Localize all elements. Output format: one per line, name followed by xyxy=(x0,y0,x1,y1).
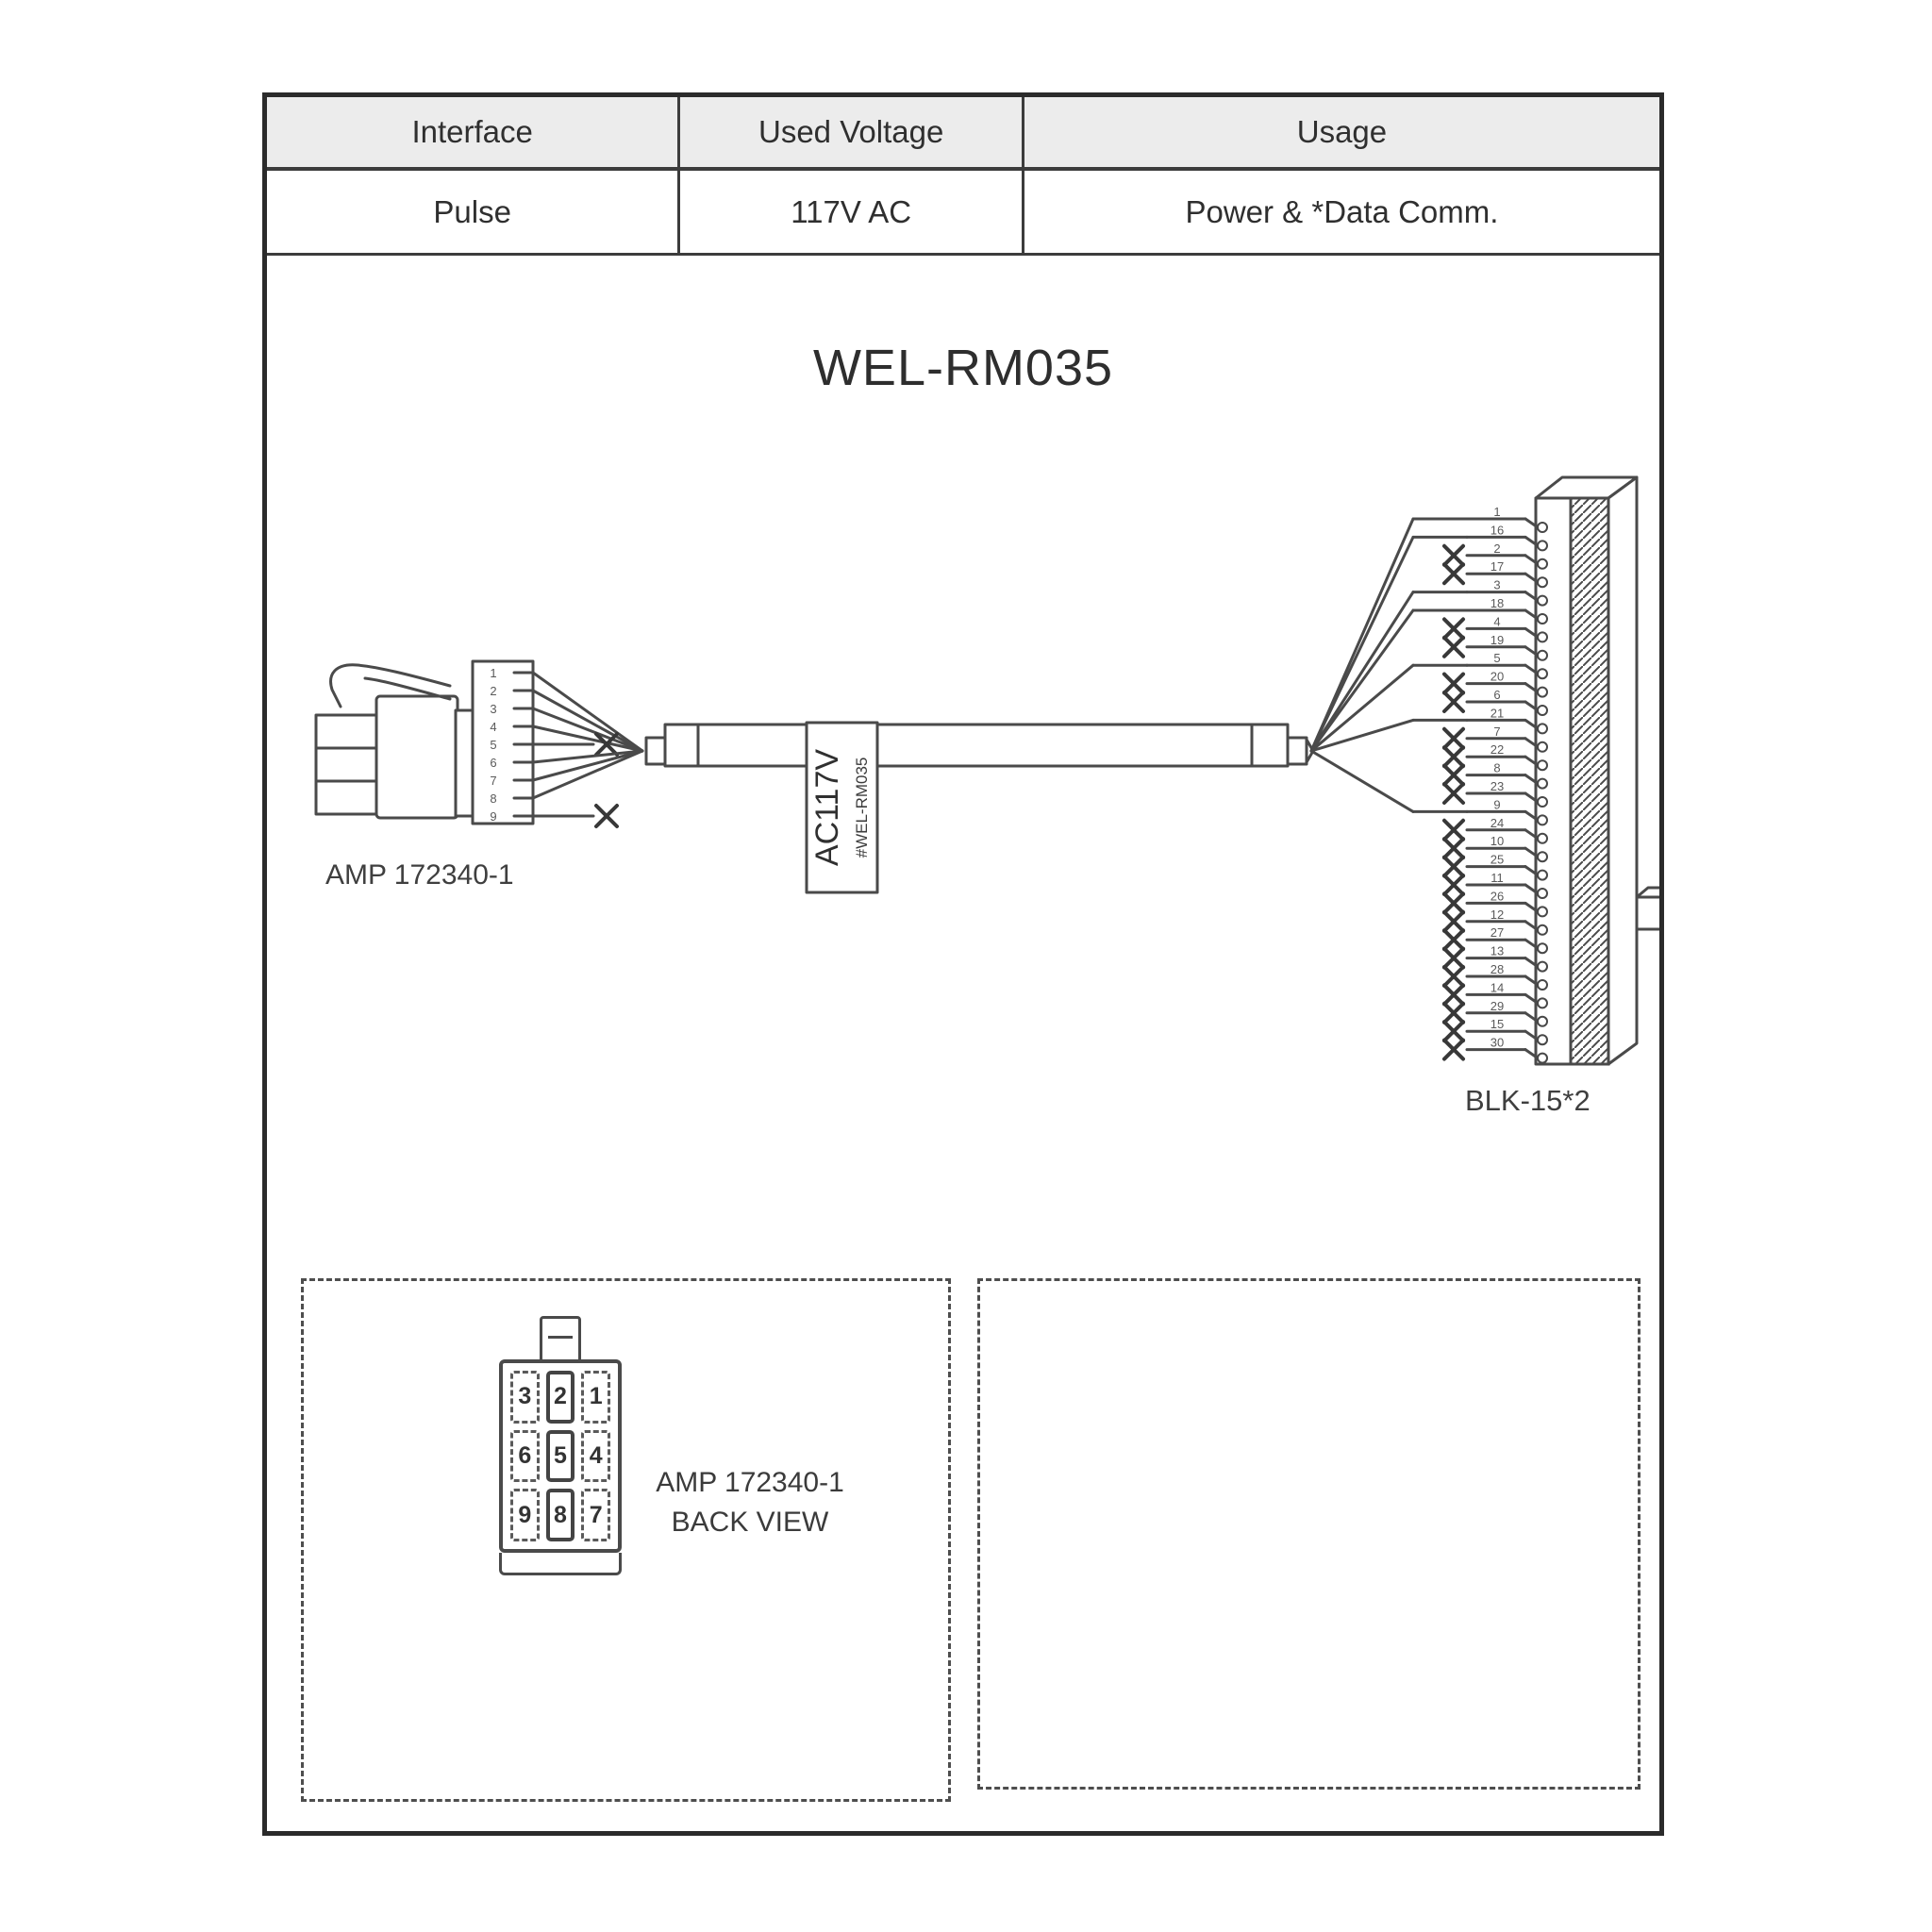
svg-text:20: 20 xyxy=(1491,670,1504,684)
svg-text:4: 4 xyxy=(490,720,496,734)
cable-label-part-number: #WEL-RM035 xyxy=(853,758,871,858)
svg-text:1: 1 xyxy=(1493,505,1500,519)
backview-pin-5: 5 xyxy=(545,1429,575,1483)
svg-text:9: 9 xyxy=(1493,797,1500,811)
backview-caption-view: BACK VIEW xyxy=(671,1507,829,1538)
backview-caption-part: AMP 172340-1 xyxy=(656,1467,844,1498)
header-cell-used-voltage: Used Voltage xyxy=(680,97,1024,171)
svg-text:26: 26 xyxy=(1491,889,1504,903)
svg-text:24: 24 xyxy=(1491,816,1504,830)
cable xyxy=(644,723,1315,768)
value-cell-usage: Power & *Data Comm. xyxy=(1024,171,1659,256)
svg-text:17: 17 xyxy=(1491,559,1504,574)
svg-text:8: 8 xyxy=(490,791,496,806)
backview-pin-8: 8 xyxy=(545,1489,575,1541)
svg-text:5: 5 xyxy=(1493,651,1500,665)
value-cell-interface: Pulse xyxy=(267,171,681,256)
backview-pin-2: 2 xyxy=(545,1371,575,1424)
blk-pinout-box: PIN 1- PURPLECREDIT_RELAY (Common)PIN 3-… xyxy=(977,1278,1641,1790)
svg-text:21: 21 xyxy=(1491,706,1504,720)
page-title: WEL-RM035 xyxy=(812,340,1114,396)
svg-text:19: 19 xyxy=(1491,633,1504,647)
svg-text:22: 22 xyxy=(1491,742,1504,757)
svg-text:8: 8 xyxy=(1493,761,1500,775)
drawing-sheet: Interface Used Voltage Usage Pulse 117V … xyxy=(262,92,1664,1836)
svg-text:27: 27 xyxy=(1491,925,1504,940)
svg-text:28: 28 xyxy=(1491,962,1504,976)
cable-label: AC117V #WEL-RM035 xyxy=(805,721,879,894)
spec-table: Interface Used Voltage Usage Pulse 117V … xyxy=(267,97,1659,256)
svg-text:11: 11 xyxy=(1491,871,1504,885)
backview-pin-3: 3 xyxy=(510,1371,540,1424)
svg-text:3: 3 xyxy=(490,702,496,716)
cable-label-voltage: AC117V xyxy=(809,749,845,866)
svg-text:2: 2 xyxy=(1493,541,1500,556)
mount-tab xyxy=(1635,886,1659,899)
header-cell-interface: Interface xyxy=(267,97,681,171)
blk-connector-label: BLK-15*2 xyxy=(1465,1084,1591,1117)
pin-strip xyxy=(471,659,535,825)
svg-text:15: 15 xyxy=(1491,1017,1504,1031)
svg-text:23: 23 xyxy=(1491,779,1504,793)
right-wire-fan: 1162173184195206217228239241025112612271… xyxy=(1309,505,1548,1064)
backview-pin-1: 1 xyxy=(581,1371,610,1424)
left-wire-fan: 1 2 3 4 5 6 7 8 9 xyxy=(490,666,644,828)
svg-text:6: 6 xyxy=(1493,688,1500,702)
backview-latch-tab xyxy=(540,1316,581,1363)
amp-connector-drawing xyxy=(314,659,535,825)
backview-caption: AMP 172340-1 BACK VIEW xyxy=(637,1463,863,1542)
svg-text:10: 10 xyxy=(1491,834,1504,848)
backview-foot xyxy=(499,1553,622,1575)
backview-pin-6: 6 xyxy=(510,1429,540,1483)
backview-pin-7: 7 xyxy=(581,1489,610,1541)
svg-text:29: 29 xyxy=(1491,999,1504,1013)
amp-connector-label: AMP 172340-1 xyxy=(325,859,514,891)
svg-text:7: 7 xyxy=(490,774,496,788)
svg-text:2: 2 xyxy=(490,684,496,698)
backview-pin-9: 9 xyxy=(510,1489,540,1541)
svg-text:14: 14 xyxy=(1491,980,1504,994)
svg-text:13: 13 xyxy=(1491,944,1504,958)
backview-pin-4: 4 xyxy=(581,1429,610,1483)
svg-text:6: 6 xyxy=(490,756,496,770)
svg-text:25: 25 xyxy=(1491,853,1504,867)
svg-text:9: 9 xyxy=(490,809,496,824)
svg-text:30: 30 xyxy=(1491,1036,1504,1050)
svg-text:12: 12 xyxy=(1491,908,1504,922)
svg-text:1: 1 xyxy=(490,666,496,680)
svg-text:5: 5 xyxy=(490,738,496,752)
value-cell-used-voltage: 117V AC xyxy=(680,171,1024,256)
blk-connector-drawing xyxy=(1534,475,1659,1066)
amp-pinout-box: PIN 1- YELLOWNEUTRAL INHIBITPIN 3- BROWN… xyxy=(301,1278,951,1802)
svg-text:18: 18 xyxy=(1491,596,1504,610)
svg-text:3: 3 xyxy=(1493,578,1500,592)
svg-text:4: 4 xyxy=(1493,614,1500,628)
svg-text:16: 16 xyxy=(1491,523,1504,537)
header-cell-usage: Usage xyxy=(1024,97,1659,171)
latch-arm xyxy=(329,663,452,708)
svg-text:7: 7 xyxy=(1493,724,1500,739)
